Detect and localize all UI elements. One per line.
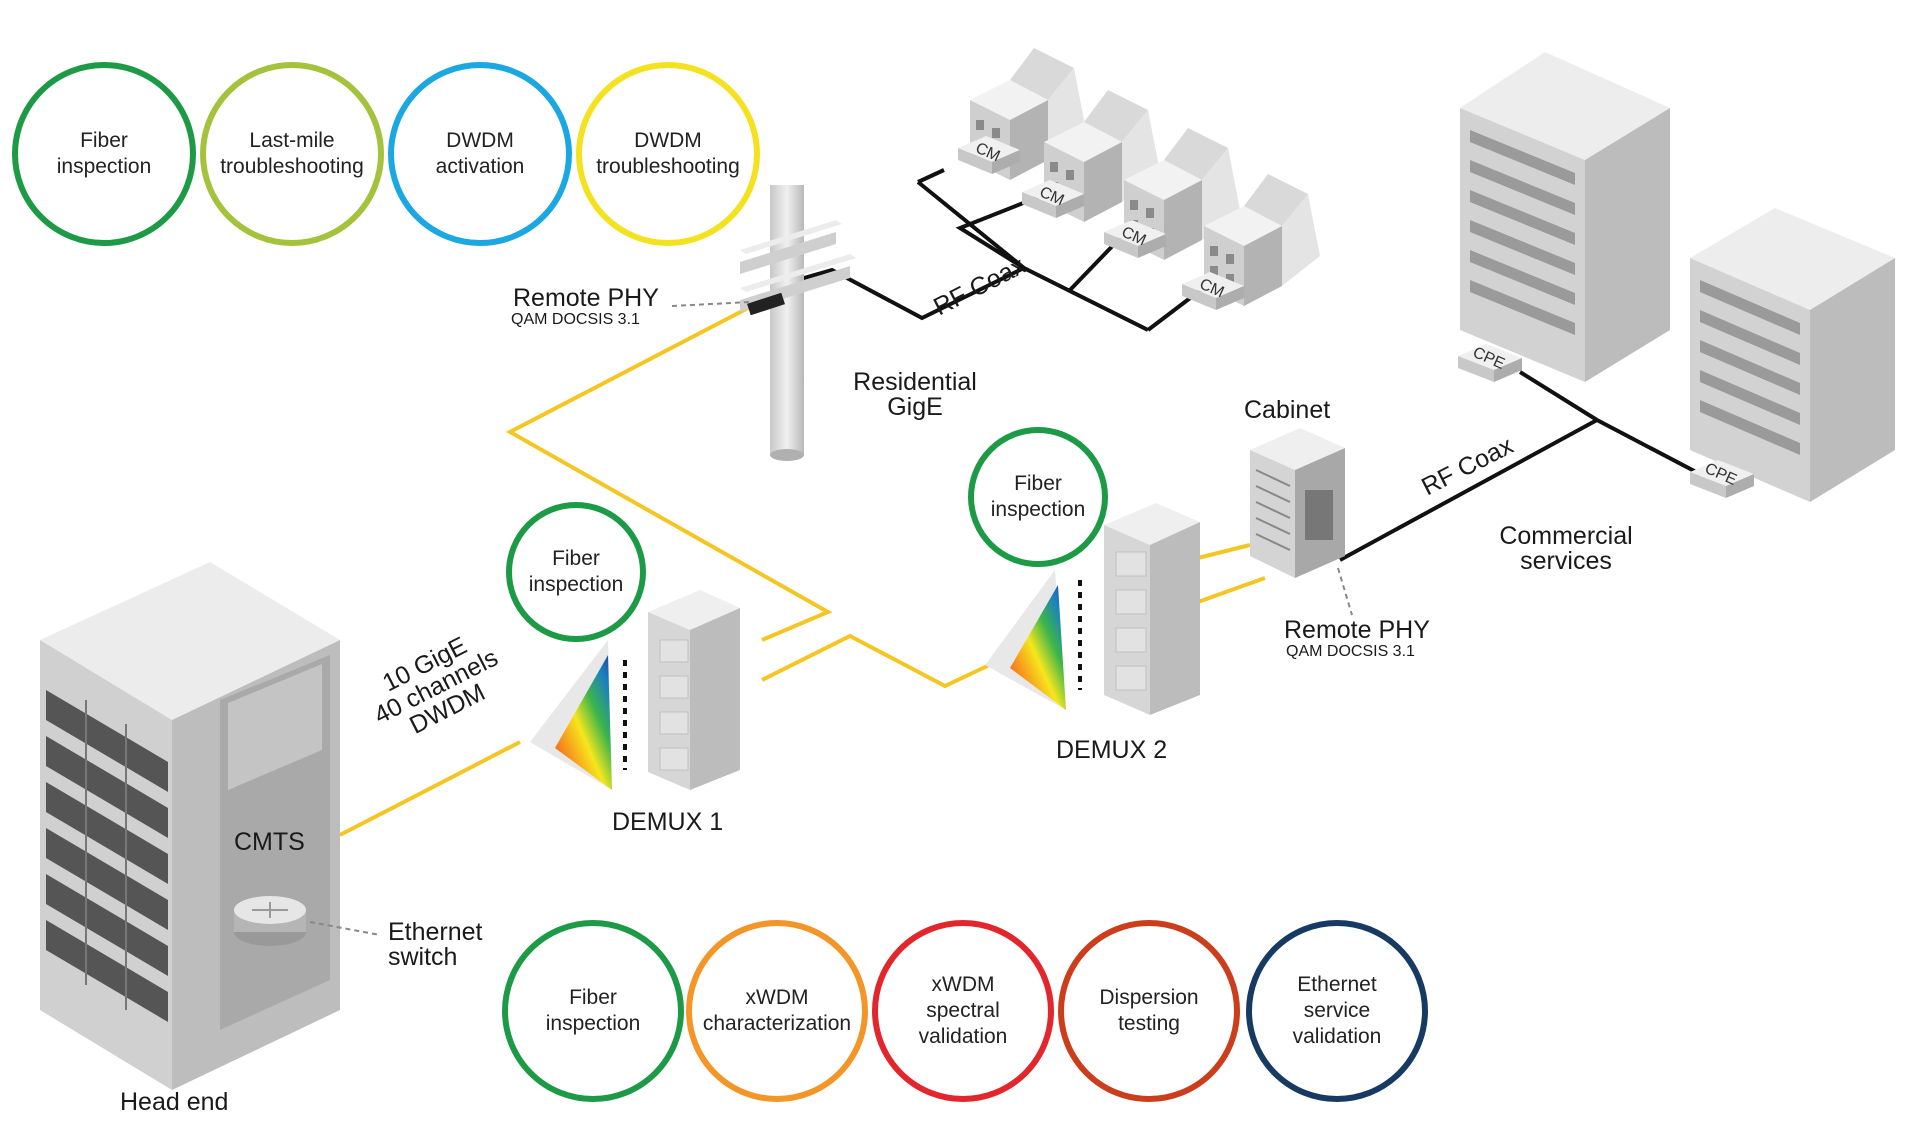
demux1-label: DEMUX 1 xyxy=(612,808,724,836)
cpe-box xyxy=(1458,344,1522,382)
cabinet-device xyxy=(1250,428,1345,578)
head-end-building xyxy=(40,562,340,1090)
demux2-fiber-inspection-circle: Fiber inspection xyxy=(968,427,1108,567)
cm-box xyxy=(1104,220,1166,258)
capability-circle-xwdm-characterization: xWDM characterization xyxy=(686,920,868,1102)
office-building-2 xyxy=(1690,208,1895,502)
remote-phy-label-cabinet: Remote PHY xyxy=(1284,616,1430,644)
capability-circle-dwdm-activation: DWDM activation xyxy=(388,62,572,246)
demux1-rack xyxy=(648,590,740,790)
coax-pole-trunk xyxy=(789,266,1025,321)
demux1-device xyxy=(530,590,740,790)
head-end-label: Head end xyxy=(120,1088,229,1116)
capability-circle-dispersion: Dispersion testing xyxy=(1058,920,1240,1102)
house-3 xyxy=(1124,128,1240,260)
cpe-box xyxy=(1690,460,1754,498)
demux2-label: DEMUX 2 xyxy=(1056,736,1168,764)
cm-box xyxy=(1182,272,1244,310)
office-building-1 xyxy=(1460,52,1670,382)
fiber-cmts-demux1 xyxy=(339,740,521,837)
coax-cpe1 xyxy=(1518,370,1599,422)
capability-circle-fiber-inspection-bottom: Fiber inspection xyxy=(502,920,684,1102)
capability-circle-fiber-inspection: Fiber inspection xyxy=(12,62,196,246)
residential-gige-label: Residential GigE xyxy=(853,368,977,421)
commercial-buildings xyxy=(1460,52,1895,502)
capability-circle-last-mile: Last-mile troubleshooting xyxy=(200,62,384,246)
qam-docsis-label-pole: QAM DOCSIS 3.1 xyxy=(511,311,640,328)
remote-phy-label-pole: Remote PHY xyxy=(513,284,659,312)
cable-modems xyxy=(958,136,1244,310)
cm-box xyxy=(1022,180,1084,218)
leader-lines xyxy=(309,301,1353,936)
cabinet-label: Cabinet xyxy=(1244,396,1331,424)
cm-box xyxy=(958,136,1020,174)
utility-pole xyxy=(740,185,856,461)
demux1-fiber-inspection-circle: Fiber inspection xyxy=(506,502,646,642)
coax-cabinet-commercial xyxy=(1339,418,1598,562)
capability-circle-xwdm-spectral: xWDM spectral validation xyxy=(872,920,1054,1102)
capability-circle-ethernet-service: Ethernet service validation xyxy=(1246,920,1428,1102)
coax-cpe2 xyxy=(1596,418,1701,476)
ethernet-switch-label: Ethernet switch xyxy=(388,918,483,971)
capability-circle-dwdm-troubleshooting: DWDM troubleshooting xyxy=(576,62,760,246)
cmts-label: CMTS xyxy=(234,828,305,856)
ethernet-switch-device xyxy=(234,896,306,946)
qam-docsis-label-cabinet: QAM DOCSIS 3.1 xyxy=(1286,643,1415,660)
demux2-rack xyxy=(1104,503,1200,715)
house-4 xyxy=(1204,174,1320,306)
coax-cm2 xyxy=(955,192,1047,270)
demux2-device xyxy=(985,503,1200,715)
fiber-demux1-demux2 xyxy=(761,633,1001,689)
coax-cm1 xyxy=(917,168,945,184)
commercial-services-label: Commercial services xyxy=(1499,522,1633,575)
fiber-demux1-pole xyxy=(505,306,833,642)
cpe-devices xyxy=(1458,344,1754,498)
